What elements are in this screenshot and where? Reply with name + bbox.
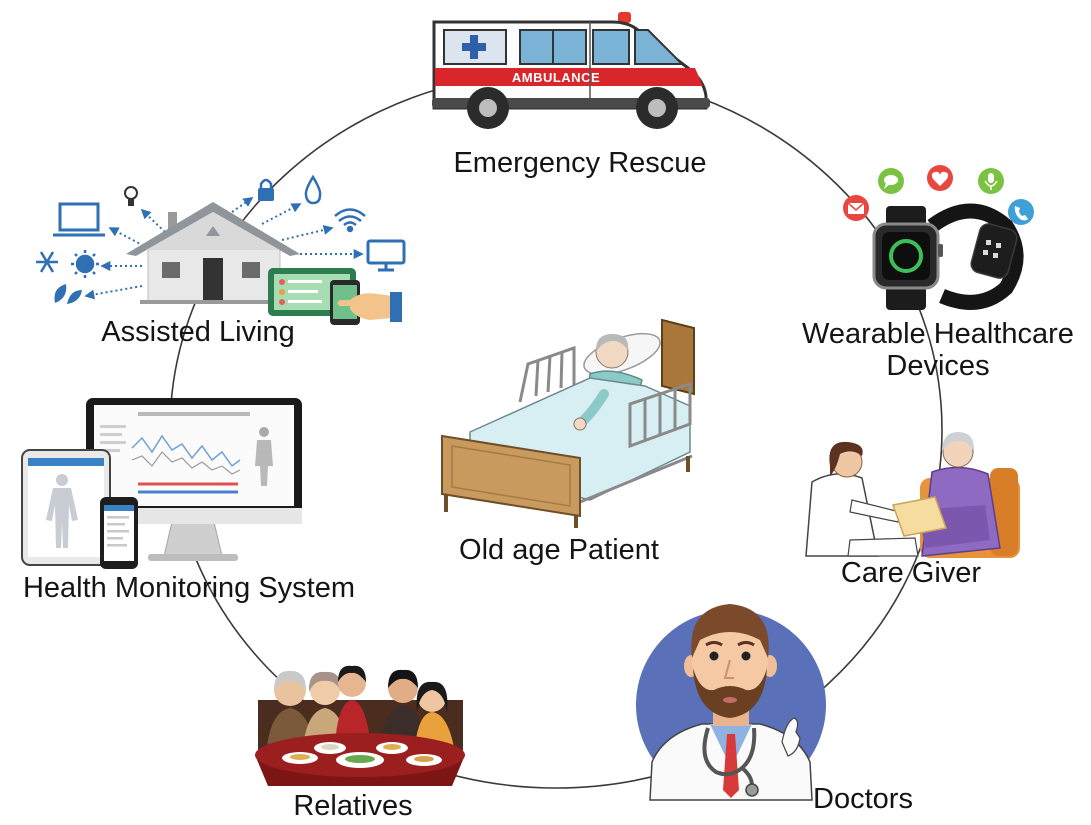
- doctor-eyebrow-left: [705, 641, 723, 647]
- house-roof: [126, 202, 300, 256]
- cross-icon-horizontal: [462, 43, 486, 51]
- care-giver-label: Care Giver: [841, 557, 982, 589]
- emergency-rescue-label: Emergency Rescue: [453, 147, 706, 179]
- doctor-hair: [691, 604, 769, 658]
- dinner-plates: [282, 742, 442, 768]
- doctor-eyebrow-right: [737, 641, 755, 647]
- vitals-line-blue: [131, 434, 241, 468]
- house-window-right: [242, 262, 260, 278]
- smartwatch-icon: [872, 206, 943, 310]
- doctor-mouth: [723, 697, 737, 703]
- leaf-icon: [54, 284, 82, 304]
- footboard-panel: [451, 445, 571, 507]
- watch-crown: [938, 244, 943, 257]
- wearable-label-line1: Wearable Healthcare: [802, 318, 1074, 350]
- smart-home-icon: [36, 174, 406, 325]
- relatives-label: Relatives: [293, 790, 412, 822]
- ambulance-stripe: [435, 68, 703, 86]
- house-window-left: [162, 262, 180, 278]
- bed-frame-rail: [579, 454, 693, 504]
- stethoscope-icon: [702, 727, 759, 797]
- sleeve-cuff: [390, 292, 402, 322]
- email-icon: [843, 195, 869, 221]
- chimney: [168, 212, 177, 236]
- smartphone-icon: [100, 497, 138, 569]
- sun-icon: [71, 250, 99, 278]
- phone-icon: [1008, 199, 1034, 225]
- tablet-header: [28, 458, 104, 466]
- house-door: [203, 258, 223, 302]
- nurse-with-elder-icon: [805, 432, 1020, 558]
- body-scan-figure: [255, 427, 273, 486]
- laptop-icon: [53, 202, 105, 237]
- patient-arm: [579, 389, 609, 425]
- bed-legs: [444, 456, 690, 528]
- ambulance-icon: AMBULANCE: [432, 12, 710, 129]
- hand: [350, 293, 392, 320]
- heart-icon: [927, 165, 953, 191]
- door-window: [592, 29, 630, 65]
- document-paper: [892, 496, 947, 537]
- patient-hand: [573, 417, 587, 431]
- wearable-label-line2: Devices: [886, 350, 989, 382]
- wearable-devices-icon: [843, 165, 1034, 310]
- doctor-icon: [636, 604, 826, 801]
- rear-wheel: [467, 87, 509, 129]
- monitor-chin: [86, 508, 302, 524]
- light-bulb-icon: [124, 186, 138, 206]
- old-age-patient-label: Old age Patient: [459, 534, 659, 566]
- tablet-icon: [21, 449, 111, 566]
- phone-screen: [104, 505, 134, 561]
- water-drop-icon: [304, 174, 322, 205]
- doctor-eye-left: [709, 651, 719, 661]
- monitor-icon: [366, 239, 406, 272]
- computer-tablet-phone-icon: [21, 398, 302, 569]
- bed-far-rail: [518, 345, 576, 403]
- watch-strap-bottom: [886, 284, 926, 310]
- doctors-label: Doctors: [813, 783, 913, 815]
- patient-in-bed-icon: [441, 318, 695, 528]
- nurse: [805, 441, 919, 557]
- fitness-band-icon: [927, 203, 1024, 310]
- vitals-line-gray: [131, 451, 241, 475]
- elderly-woman: [918, 432, 1001, 557]
- assisted-living-label: Assisted Living: [101, 316, 294, 348]
- microphone-icon: [978, 168, 1004, 194]
- doctor-nose: [723, 659, 734, 679]
- snowflake-icon: [36, 251, 58, 273]
- patient-hair: [595, 334, 629, 352]
- doctor-tie: [723, 734, 739, 798]
- front-wheel: [636, 87, 678, 129]
- connection-arrows: [84, 197, 364, 300]
- chat-icon: [878, 168, 904, 194]
- health-monitoring-label: Health Monitoring System: [23, 572, 355, 604]
- house-base: [140, 300, 288, 304]
- dashboard-title-bar: [138, 412, 250, 416]
- doctor-raised-hand: [781, 717, 801, 757]
- nurse-legs: [847, 537, 919, 557]
- lock-icon: [258, 178, 274, 201]
- human-body-icon: [46, 474, 78, 548]
- house-icon: [126, 202, 300, 304]
- bed-headboard: [661, 318, 695, 396]
- desktop-monitor-icon: [86, 398, 302, 561]
- bed-near-rail: [628, 381, 692, 449]
- phone-header: [104, 505, 134, 511]
- roof-light: [618, 12, 631, 23]
- ambulance-lettering: AMBULANCE: [512, 70, 600, 85]
- monitor-stand: [163, 521, 223, 557]
- activity-ring: [889, 239, 923, 273]
- tablet-in-hand-icon: [268, 268, 402, 325]
- monitor-base: [148, 554, 238, 561]
- doctor-eye-right: [741, 651, 751, 661]
- family-dinner-icon: [255, 665, 465, 786]
- roof-vent: [206, 226, 220, 236]
- doctor-beard: [693, 668, 767, 718]
- bed-footboard: [441, 434, 581, 518]
- wifi-icon: [334, 208, 366, 233]
- windshield: [634, 29, 685, 65]
